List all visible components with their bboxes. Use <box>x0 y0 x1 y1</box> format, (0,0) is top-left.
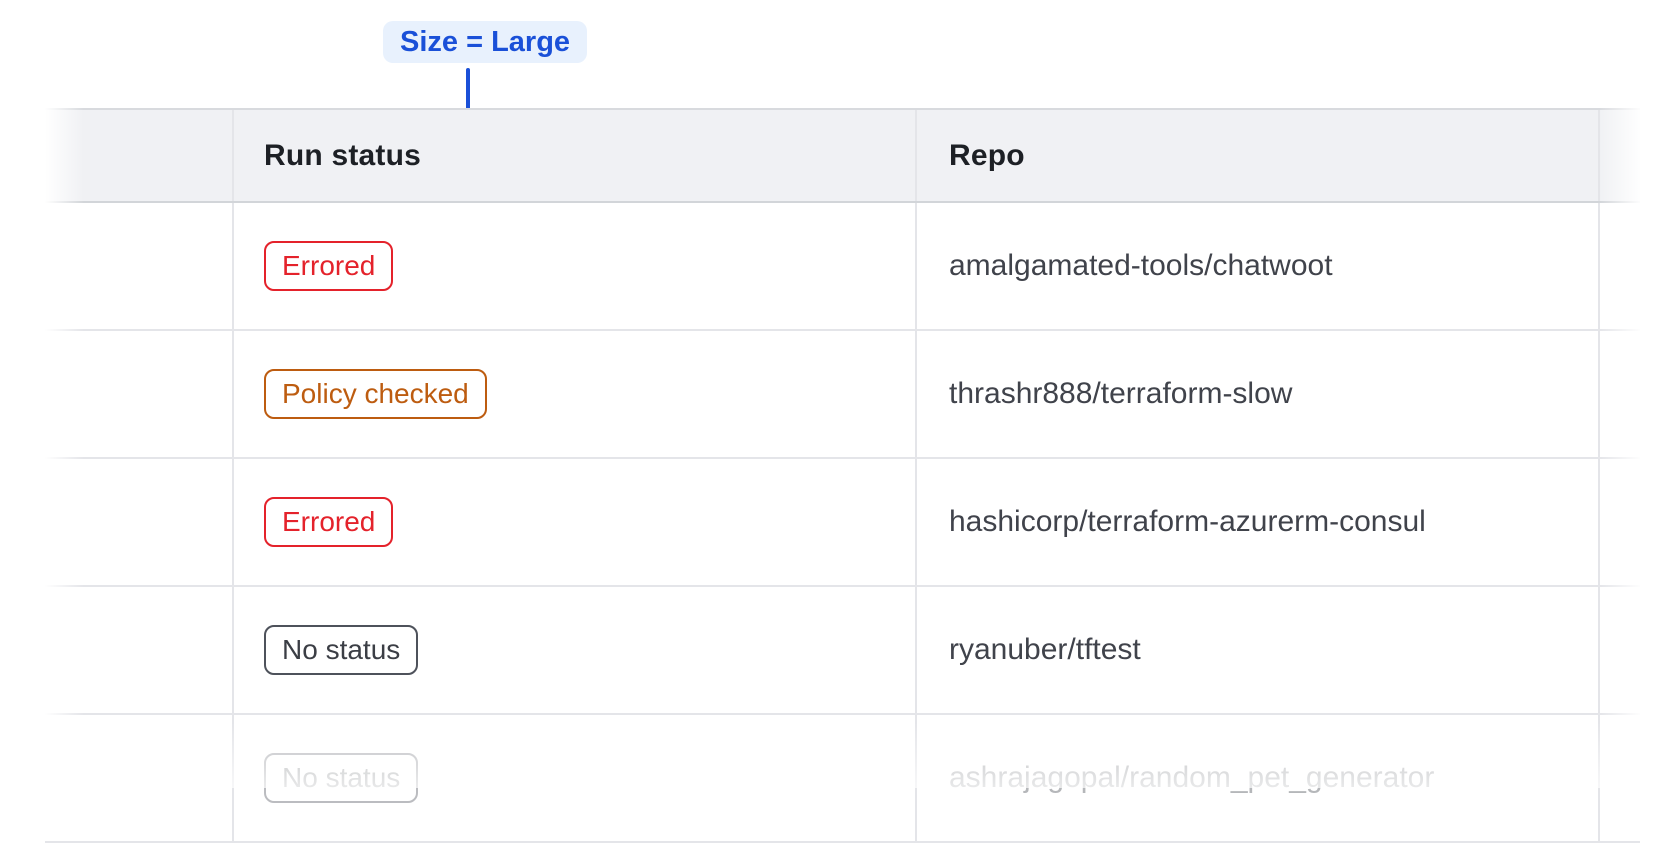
repo-cell: ryanuber/tftest <box>915 587 1598 713</box>
repo-cell: hashicorp/terraform-azurerm-consul <box>915 459 1598 585</box>
header-leading-cell <box>45 110 232 201</box>
row-leading-cell <box>45 587 232 713</box>
row-trailing-cell <box>1598 331 1640 457</box>
repo-name: ashrajagopal/random_pet_generator <box>949 761 1435 794</box>
size-annotation-pill: Size = Large <box>383 21 588 63</box>
column-header-run-status: Run status <box>264 138 422 172</box>
repo-cell: thrashr888/terraform-slow <box>915 331 1598 457</box>
header-cell-repo: Repo <box>915 110 1598 201</box>
table-row[interactable]: Policy checked thrashr888/terraform-slow <box>45 331 1640 459</box>
table-row[interactable]: Errored hashicorp/terraform-azurerm-cons… <box>45 459 1640 587</box>
column-header-repo: Repo <box>949 138 1025 172</box>
table-row[interactable]: No status ryanuber/tftest <box>45 587 1640 715</box>
repo-name: ryanuber/tftest <box>949 633 1141 666</box>
row-leading-cell <box>45 331 232 457</box>
run-status-cell: No status <box>232 715 915 841</box>
status-badge: Errored <box>264 241 394 291</box>
status-badge: No status <box>264 625 419 675</box>
row-trailing-cell <box>1598 459 1640 585</box>
repo-name: hashicorp/terraform-azurerm-consul <box>949 505 1426 538</box>
header-cell-run-status: Run status <box>232 110 915 201</box>
repo-cell: amalgamated-tools/chatwoot <box>915 203 1598 329</box>
status-badge: Errored <box>264 497 394 547</box>
table-header-row: Run status Repo <box>45 108 1640 203</box>
header-trailing-cell <box>1598 110 1640 201</box>
run-status-cell: Policy checked <box>232 331 915 457</box>
row-leading-cell <box>45 715 232 841</box>
row-trailing-cell <box>1598 587 1640 713</box>
run-status-cell: Errored <box>232 203 915 329</box>
row-trailing-cell <box>1598 203 1640 329</box>
row-leading-cell <box>45 459 232 585</box>
table-row[interactable]: Errored amalgamated-tools/chatwoot <box>45 203 1640 331</box>
run-status-cell: No status <box>232 587 915 713</box>
repo-name: thrashr888/terraform-slow <box>949 377 1293 410</box>
workspaces-table: Run status Repo Errored amalgamated-tool… <box>45 108 1640 843</box>
repo-cell: ashrajagopal/random_pet_generator <box>915 715 1598 841</box>
table-row[interactable]: No status ashrajagopal/random_pet_genera… <box>45 715 1640 843</box>
row-trailing-cell <box>1598 715 1640 841</box>
status-badge: No status <box>264 753 419 803</box>
status-badge: Policy checked <box>264 369 487 419</box>
row-leading-cell <box>45 203 232 329</box>
repo-name: amalgamated-tools/chatwoot <box>949 249 1333 282</box>
run-status-cell: Errored <box>232 459 915 585</box>
